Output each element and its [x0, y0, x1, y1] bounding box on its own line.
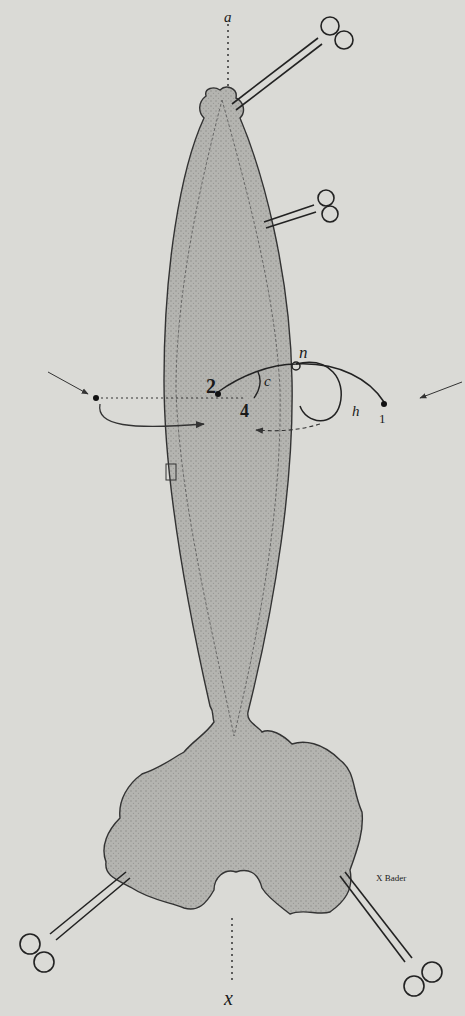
- forceps: [20, 17, 442, 996]
- suture-track: [96, 397, 244, 398]
- callout-letter: c: [264, 374, 271, 389]
- small-flap: [166, 464, 176, 480]
- direction-arrow: [420, 382, 462, 398]
- direction-arrow: [256, 424, 320, 431]
- callout-letter: h: [352, 404, 360, 419]
- signature: X Bader: [376, 874, 406, 883]
- suture-loop: [296, 362, 341, 420]
- tissue-flap: [104, 87, 362, 914]
- suture-thread: [254, 372, 260, 398]
- callout-number: 2: [206, 376, 216, 396]
- callout-number: 4: [240, 402, 249, 420]
- suture-point: [381, 401, 387, 407]
- axis-line: [227, 24, 229, 92]
- suture-thread: [218, 364, 384, 402]
- knot: [292, 362, 300, 370]
- axis-letter: a: [224, 10, 232, 25]
- direction-arrow: [48, 372, 88, 394]
- inner-edge: [176, 100, 280, 736]
- callout-letter: n: [299, 344, 308, 361]
- axis-letter: x: [224, 988, 233, 1008]
- suture-point: [93, 395, 99, 401]
- callout-number: 1: [379, 412, 386, 425]
- axis-line: [231, 918, 233, 982]
- direction-arrow: [100, 404, 204, 427]
